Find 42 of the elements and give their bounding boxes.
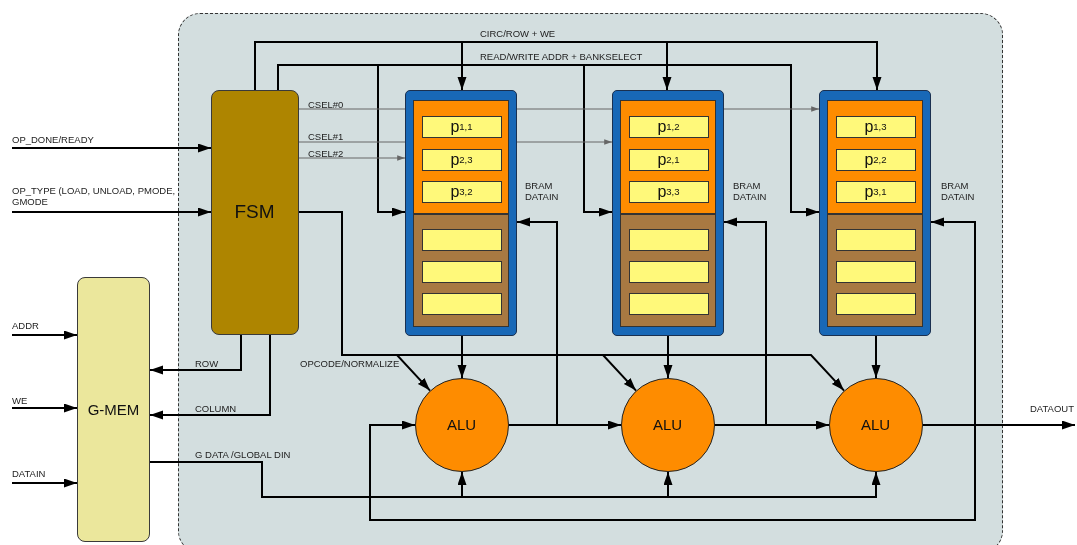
edge-label: G DATA /GLOBAL DIN xyxy=(195,449,291,461)
arrow xyxy=(663,334,672,379)
edge-label: CSEL#1 xyxy=(308,131,344,143)
edge-label: OP_TYPE (LOAD, UNLOAD, PMODE, GMODE xyxy=(12,185,177,208)
edge-label: COLUMN xyxy=(195,403,237,415)
arrow xyxy=(148,333,242,374)
alu-circle: ALU xyxy=(620,377,715,472)
fsm-block: FSM xyxy=(210,89,299,335)
arrow xyxy=(10,207,212,216)
edge-label: DATAOUT xyxy=(1030,403,1074,415)
memory-block: G-MEM xyxy=(77,277,150,542)
edge-label: OP_DONE/READY xyxy=(12,134,94,146)
bram-block xyxy=(611,89,724,336)
edge-label: ADDR xyxy=(12,320,39,332)
arrow xyxy=(507,217,558,426)
arrow xyxy=(276,63,820,216)
bram-block xyxy=(818,89,931,336)
arrow xyxy=(298,154,405,161)
alu-circle: ALU xyxy=(828,377,923,472)
edge-label: CIRC/ROW + WE xyxy=(480,28,556,40)
edge-label: ROW xyxy=(195,358,219,370)
edge-label: CSEL#0 xyxy=(308,99,344,111)
alu-circle: ALU xyxy=(414,377,509,472)
bram-block xyxy=(404,89,517,336)
edge-label: BRAM DATAIN xyxy=(941,180,976,203)
edge-label: BRAM DATAIN xyxy=(733,180,768,203)
edge-label: READ/WRITE ADDR + BANKSELECT xyxy=(480,51,643,63)
edge-label: OPCODE/NORMALIZE xyxy=(300,358,400,370)
arrow xyxy=(148,333,271,419)
arrow xyxy=(10,330,78,339)
arrow xyxy=(368,420,976,521)
arrow xyxy=(713,217,767,426)
edge-label: BRAM DATAIN xyxy=(525,180,560,203)
edge-label: WE xyxy=(12,395,28,407)
edge-label: DATAIN xyxy=(12,468,46,480)
arrow xyxy=(253,40,881,91)
arrow xyxy=(457,334,466,379)
arrow xyxy=(10,403,78,412)
edge-label: CSEL#2 xyxy=(308,148,344,160)
arrow xyxy=(10,478,78,487)
arrow xyxy=(10,143,212,152)
arrow xyxy=(871,334,880,379)
